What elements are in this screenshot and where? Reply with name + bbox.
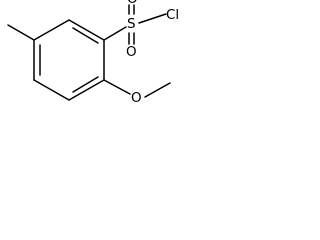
oxygen-methyl-bond bbox=[144, 82, 171, 98]
chlorine-label: Cl bbox=[166, 7, 179, 23]
carbon-sulfur-bond bbox=[103, 26, 127, 41]
methyl-bond bbox=[7, 24, 35, 41]
chemical-structure: S O O Cl O bbox=[7, 0, 179, 106]
ring-bond-c6-c1 bbox=[33, 19, 70, 41]
ring-bond-c3-c4 bbox=[68, 79, 105, 101]
sulfur-label: S bbox=[127, 16, 136, 32]
ring-double-bond-top bbox=[72, 27, 99, 44]
oxygen-bottom-label: O bbox=[126, 44, 137, 60]
ring-double-bond-bottom bbox=[72, 76, 99, 93]
oxygen-methoxy-label: O bbox=[131, 90, 142, 106]
sulfur-chlorine-bond bbox=[138, 13, 167, 24]
ring-bond-c4-c5 bbox=[33, 79, 70, 101]
ring-bond-c1-c2 bbox=[68, 19, 105, 41]
oxygen-top-label: O bbox=[127, 0, 138, 7]
benzene-ring bbox=[33, 19, 105, 101]
carbon-oxygen-methoxy-bond bbox=[103, 79, 131, 95]
